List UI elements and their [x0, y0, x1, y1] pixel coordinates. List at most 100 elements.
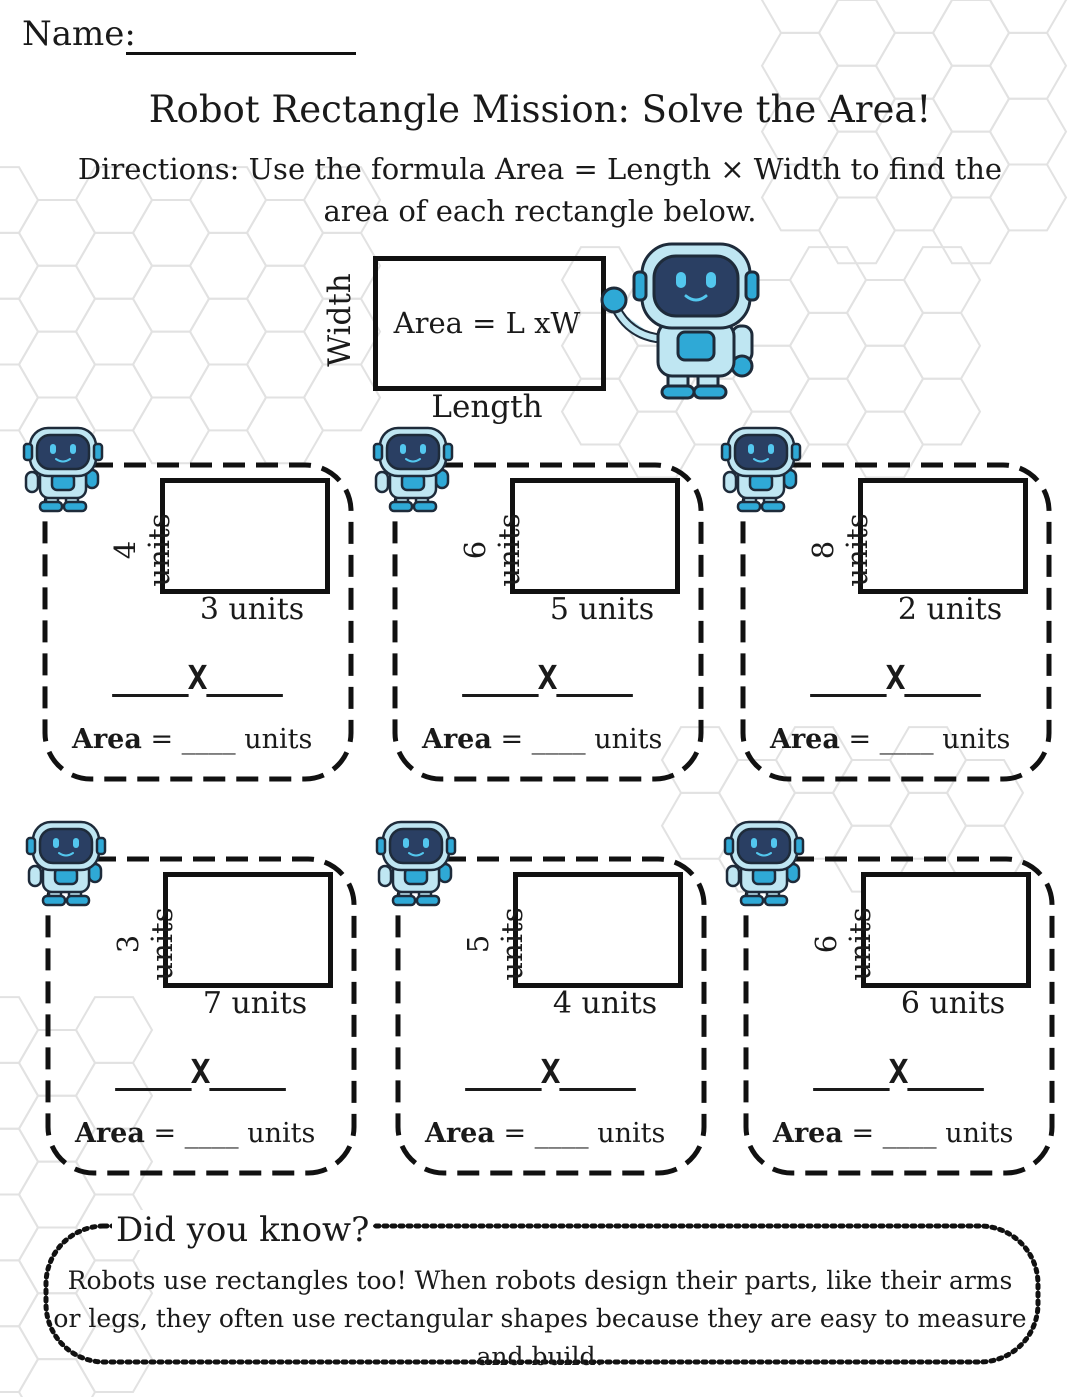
- hexagon-shape: [74, 297, 154, 366]
- side-label: 8 units: [806, 513, 874, 587]
- problem-rectangle: [858, 478, 1028, 594]
- problem-rectangle: [513, 872, 683, 988]
- multiply-blanks[interactable]: ____X____: [810, 658, 981, 697]
- area-label: Area: [422, 724, 492, 755]
- hexagon-shape: [0, 297, 40, 366]
- length-label: 5 units: [549, 592, 655, 627]
- directions: Directions: Use the formula Area = Lengt…: [77, 152, 1003, 228]
- card-dashed-border: [395, 856, 707, 1176]
- area-label: Area: [425, 1118, 495, 1149]
- problem-rectangle: [861, 872, 1031, 988]
- side-label: 3 units: [111, 907, 179, 981]
- hexagon-shape: [131, 396, 211, 465]
- hexagon-shape: [0, 1127, 40, 1196]
- hexagon-shape: [302, 363, 382, 432]
- area-answer[interactable]: Area = ____ units: [425, 1118, 705, 1149]
- problem-rectangle: [163, 872, 333, 988]
- did-you-know-frame: [43, 1223, 1041, 1365]
- card-dashed-border: [392, 462, 704, 782]
- card-dashed-border: [42, 462, 354, 782]
- hexagon-shape: [845, 279, 925, 347]
- hexagon-shape: [874, 0, 954, 34]
- hexagon-shape: [902, 246, 982, 314]
- area-blank[interactable]: = ____ units: [144, 1118, 316, 1149]
- example-length-label: Length: [431, 389, 543, 425]
- side-label: 4 units: [108, 513, 176, 587]
- area-answer[interactable]: Area = ____ units: [72, 724, 352, 755]
- hexagon-shape: [0, 1061, 40, 1130]
- hexagon-shape: [0, 1259, 40, 1328]
- area-label: Area: [773, 1118, 843, 1149]
- hexagon-shape: [188, 297, 268, 366]
- hexagon-shape: [131, 264, 211, 333]
- problem-card: 3 units 7 units ____X____ Area = ____ un…: [45, 856, 357, 1176]
- hexagon-shape: [0, 996, 40, 1064]
- problem-card: 8 units 2 units ____X____ Area = ____ un…: [740, 462, 1052, 782]
- hexagon-shape: [131, 330, 211, 399]
- length-label: 7 units: [202, 986, 308, 1021]
- hexagon-shape: [788, 311, 868, 380]
- robot-icon: [375, 820, 457, 907]
- hexagon-shape: [817, 0, 897, 67]
- side-label: 5 units: [461, 907, 529, 981]
- example-formula: Area = L xW: [393, 306, 581, 340]
- problem-rectangle: [510, 478, 680, 594]
- problem-card: 4 units 3 units ____X____ Area = ____ un…: [42, 462, 354, 782]
- area-label: Area: [770, 724, 840, 755]
- area-answer[interactable]: Area = ____ units: [422, 724, 702, 755]
- area-blank[interactable]: = ____ units: [491, 724, 663, 755]
- area-label: Area: [72, 724, 142, 755]
- length-label: 4 units: [552, 986, 658, 1021]
- hexagon-shape: [245, 396, 325, 465]
- multiply-blanks[interactable]: ____X____: [462, 658, 633, 697]
- card-dashed-border: [743, 856, 1055, 1176]
- robot-waving-icon: [600, 242, 760, 400]
- hexagon-shape: [902, 311, 982, 380]
- side-label: 6 units: [458, 513, 526, 587]
- name-line[interactable]: [126, 52, 356, 55]
- problem-card: 6 units 6 units ____X____ Area = ____ un…: [743, 856, 1055, 1176]
- hexagon-shape: [245, 264, 325, 333]
- robot-icon: [25, 820, 107, 907]
- hexagon-shape: [0, 363, 40, 432]
- hexagon-shape: [245, 330, 325, 399]
- hexagon-shape: [788, 246, 868, 314]
- hexagon-shape: [74, 231, 154, 300]
- area-blank[interactable]: = ____ units: [141, 724, 313, 755]
- area-answer[interactable]: Area = ____ units: [773, 1118, 1053, 1149]
- did-you-know-text: Robots use rectangles too! When robots d…: [53, 1266, 1027, 1371]
- length-label: 3 units: [199, 592, 305, 627]
- hexagon-shape: [74, 363, 154, 432]
- example-width-label: Width: [322, 273, 358, 367]
- robot-icon: [372, 426, 454, 513]
- area-blank[interactable]: = ____ units: [839, 724, 1011, 755]
- length-label: 6 units: [900, 986, 1006, 1021]
- problem-card: 6 units 5 units ____X____ Area = ____ un…: [392, 462, 704, 782]
- hexagon-shape: [17, 264, 97, 333]
- area-blank[interactable]: = ____ units: [494, 1118, 666, 1149]
- hexagon-shape: [0, 1193, 40, 1262]
- area-answer[interactable]: Area = ____ units: [75, 1118, 355, 1149]
- hexagon-shape: [74, 1325, 154, 1393]
- robot-icon: [22, 426, 104, 513]
- multiply-blanks[interactable]: ____X____: [465, 1052, 636, 1091]
- multiply-blanks[interactable]: ____X____: [112, 658, 283, 697]
- card-dashed-border: [45, 856, 357, 1176]
- multiply-blanks[interactable]: ____X____: [813, 1052, 984, 1091]
- hexagon-shape: [888, 791, 968, 860]
- hexagon-shape: [188, 363, 268, 432]
- hexagon-shape: [760, 0, 840, 34]
- hexagon-shape: [0, 166, 40, 234]
- hexagon-shape: [988, 0, 1068, 34]
- area-blank[interactable]: = ____ units: [842, 1118, 1014, 1149]
- problem-card: 5 units 4 units ____X____ Area = ____ un…: [395, 856, 707, 1176]
- problem-rectangle: [160, 478, 330, 594]
- example-rectangle: [373, 256, 606, 391]
- area-answer[interactable]: Area = ____ units: [770, 724, 1050, 755]
- hexagon-shape: [988, 163, 1068, 232]
- multiply-blanks[interactable]: ____X____: [115, 1052, 286, 1091]
- hexagon-shape: [931, 0, 1011, 67]
- hexagon-shape: [0, 1325, 40, 1393]
- robot-icon: [720, 426, 802, 513]
